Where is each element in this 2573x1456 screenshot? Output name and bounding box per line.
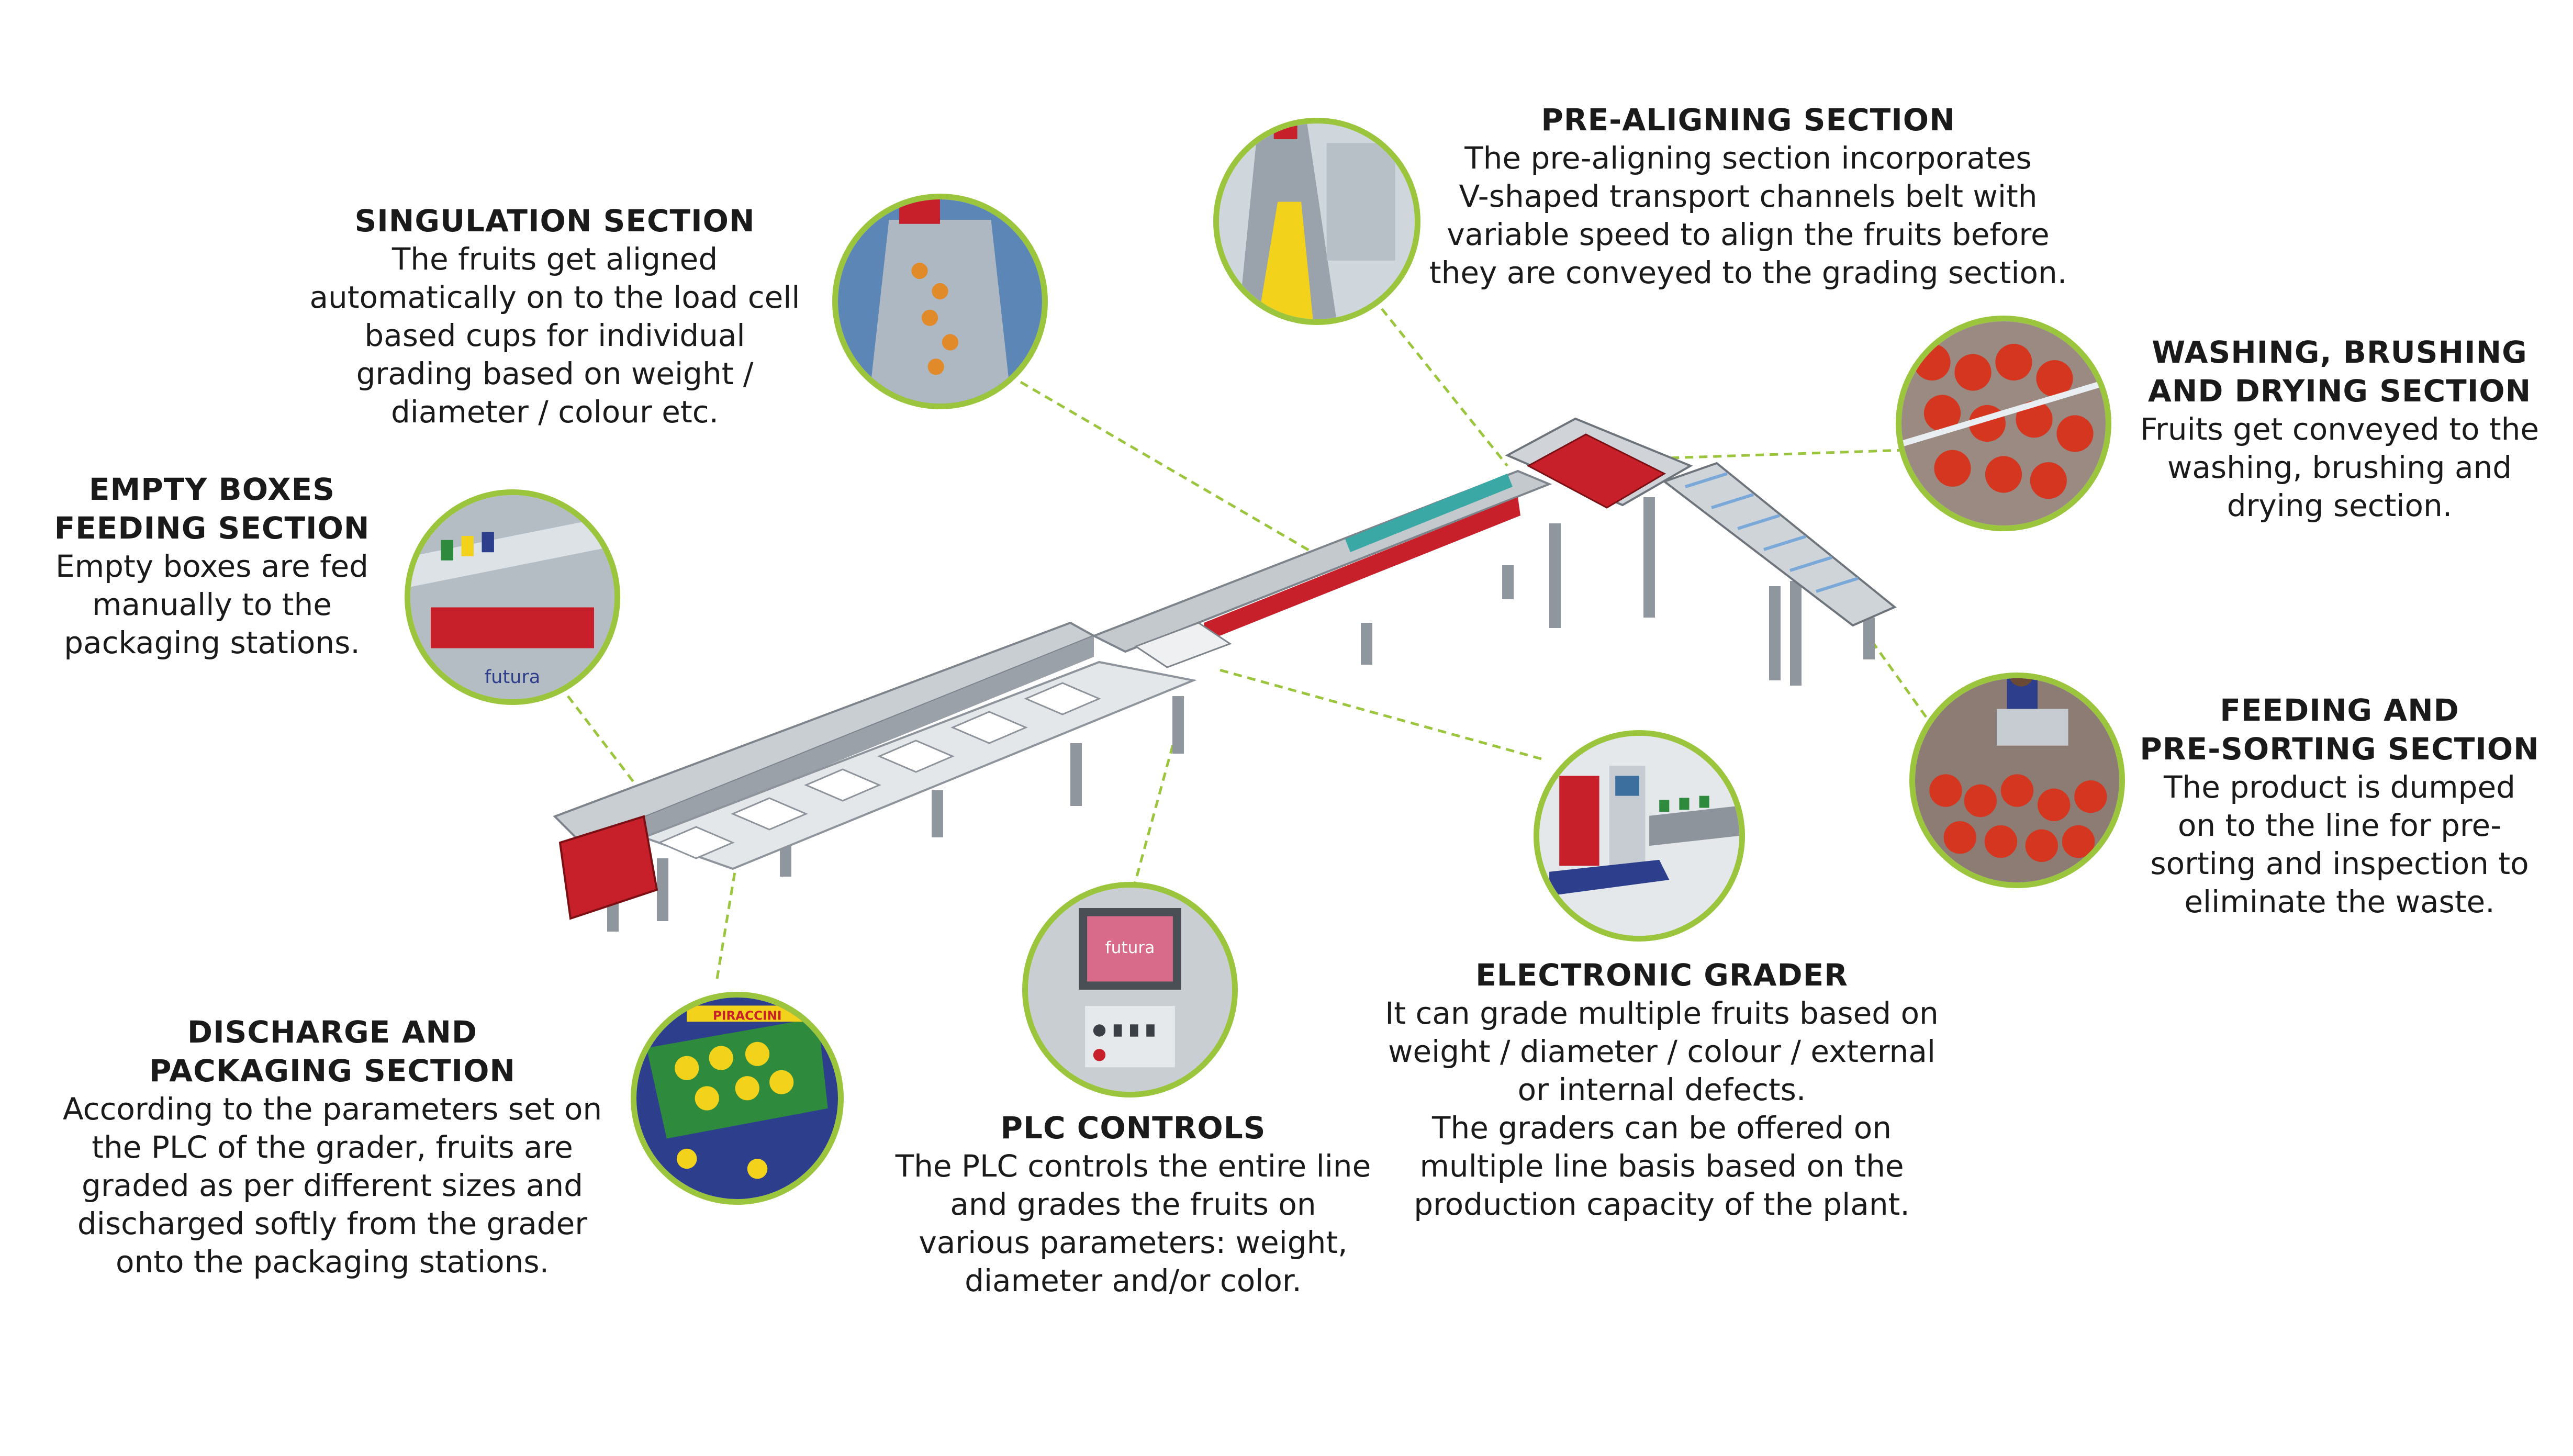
label-electronic-grader-text: or internal defects. xyxy=(1517,1072,1806,1107)
label-discharge-text: the PLC of the grader, fruits are xyxy=(92,1129,573,1165)
machine-legs xyxy=(607,497,1875,932)
label-empty-boxes-title: EMPTY BOXES xyxy=(88,472,335,507)
label-singulation-text: The fruits get aligned xyxy=(391,241,718,277)
label-discharge-text: onto the packaging stations. xyxy=(115,1244,550,1280)
label-plc-title: PLC CONTROLS xyxy=(1000,1110,1266,1146)
label-feeding-text: eliminate the waste. xyxy=(2184,884,2495,920)
photo-electronic-grader xyxy=(1534,730,1745,942)
label-empty-boxes-text: packaging stations. xyxy=(64,625,360,660)
label-empty-boxes: EMPTY BOXES FEEDING SECTION Empty boxes … xyxy=(10,470,413,662)
label-electronic-grader-text: It can grade multiple fruits based on xyxy=(1385,995,1939,1031)
label-empty-boxes-text: manually to the xyxy=(92,587,332,622)
washing-photo-art xyxy=(1901,321,2106,525)
label-singulation-text: diameter / colour etc. xyxy=(390,394,719,430)
label-washing-title: AND DRYING SECTION xyxy=(2147,373,2532,409)
label-discharge-text: discharged softly from the grader xyxy=(77,1206,588,1241)
label-plc-text: The PLC controls the entire line xyxy=(895,1148,1371,1184)
box-feeder-red xyxy=(558,815,658,920)
label-pre-aligning-text: The pre-aligning section incorporates xyxy=(1464,140,2032,176)
label-washing-title: WASHING, BRUSHING xyxy=(2152,334,2527,370)
label-electronic-grader-text: multiple line basis based on the xyxy=(1419,1148,1904,1184)
leader-line-singulation xyxy=(1020,380,1336,567)
label-plc: PLC CONTROLS The PLC controls the entire… xyxy=(843,1108,1424,1300)
label-washing: WASHING, BRUSHING AND DRYING SECTION Fru… xyxy=(2109,333,2570,525)
label-electronic-grader-text: weight / diameter / colour / external xyxy=(1388,1034,1936,1069)
leader-line-washing xyxy=(1669,449,1906,460)
label-singulation: SINGULATION SECTION The fruits get align… xyxy=(241,201,869,431)
pre-aligning-photo-art xyxy=(1219,124,1415,319)
label-empty-boxes-text: Empty boxes are fed xyxy=(55,548,368,584)
grader-red-rail xyxy=(1204,497,1520,641)
photo-plc: futura xyxy=(1022,882,1238,1097)
label-feeding: FEEDING AND PRE-SORTING SECTION The prod… xyxy=(2109,691,2570,921)
label-discharge-title: DISCHARGE AND xyxy=(187,1014,478,1050)
grader-teal-bed xyxy=(1345,474,1513,552)
washer-red-body xyxy=(1526,433,1666,509)
packaging-stations xyxy=(657,682,1101,859)
label-feeding-text: on to the line for pre- xyxy=(2177,808,2502,843)
plc-screen-logo: futura xyxy=(1105,938,1155,957)
label-singulation-text: based cups for individual xyxy=(364,318,745,353)
label-feeding-text: sorting and inspection to xyxy=(2150,846,2529,881)
empty-boxes-photo-art: futura xyxy=(410,495,614,699)
label-washing-text: drying section. xyxy=(2227,488,2453,523)
feeding-rollers xyxy=(1685,472,1859,593)
label-pre-aligning-text: V-shaped transport channels belt with xyxy=(1459,178,2038,214)
photo-discharge: PIRACCINI xyxy=(631,992,844,1205)
photo-pre-aligning xyxy=(1213,118,1420,325)
label-electronic-grader-text: production capacity of the plant. xyxy=(1414,1186,1910,1222)
label-plc-text: and grades the fruits on xyxy=(950,1186,1316,1222)
label-feeding-text: The product is dumped xyxy=(2164,769,2515,805)
label-empty-boxes-title: FEEDING SECTION xyxy=(54,510,370,546)
discharge-box-print: PIRACCINI xyxy=(713,1009,782,1023)
label-washing-text: washing, brushing and xyxy=(2167,450,2512,485)
singulation-photo-art xyxy=(838,199,1042,404)
photo-singulation xyxy=(832,194,1048,409)
label-plc-text: various parameters: weight, xyxy=(919,1225,1348,1260)
leader-line-pre-aligning xyxy=(1381,308,1508,467)
label-pre-aligning-title: PRE-ALIGNING SECTION xyxy=(1541,102,1955,138)
label-washing-text: Fruits get conveyed to the xyxy=(2140,411,2540,447)
leader-line-feeding xyxy=(1872,643,1928,718)
label-pre-aligning-text: variable speed to align the fruits befor… xyxy=(1447,217,2050,252)
packaging-conveyor-side xyxy=(581,636,1094,866)
photo-feeding xyxy=(1909,673,2125,888)
label-singulation-text: automatically on to the load cell xyxy=(309,279,800,315)
label-feeding-title: FEEDING AND xyxy=(2220,692,2459,728)
label-discharge-text: According to the parameters set on xyxy=(62,1091,602,1127)
label-discharge-title: PACKAGING SECTION xyxy=(149,1053,516,1089)
label-plc-text: diameter and/or color. xyxy=(965,1263,1302,1298)
feeding-photo-art xyxy=(1915,678,2119,882)
discharge-photo-art: PIRACCINI xyxy=(636,998,838,1199)
label-electronic-grader: ELECTRONIC GRADER It can grade multiple … xyxy=(1335,956,1989,1224)
label-electronic-grader-title: ELECTRONIC GRADER xyxy=(1475,957,1848,993)
photo-washing xyxy=(1896,316,2111,531)
leader-line-empty-boxes xyxy=(567,695,637,786)
label-pre-aligning-text: they are conveyed to the grading section… xyxy=(1429,255,2067,290)
empty-boxes-photo-logo: futura xyxy=(485,666,541,688)
label-singulation-text: grading based on weight / xyxy=(356,356,754,391)
label-electronic-grader-text: The graders can be offered on xyxy=(1432,1110,1892,1146)
photo-empty-boxes: futura xyxy=(405,489,620,705)
label-discharge-text: graded as per different sizes and xyxy=(82,1168,583,1203)
label-feeding-title: PRE-SORTING SECTION xyxy=(2140,731,2540,767)
label-discharge: DISCHARGE AND PACKAGING SECTION Accordin… xyxy=(10,1013,654,1281)
electronic-grader-photo-art xyxy=(1539,736,1739,936)
label-pre-aligning: PRE-ALIGNING SECTION The pre-aligning se… xyxy=(1382,100,2115,292)
label-singulation-title: SINGULATION SECTION xyxy=(354,203,755,239)
plc-photo-art: futura xyxy=(1028,888,1232,1092)
plc-platform xyxy=(1134,622,1232,668)
